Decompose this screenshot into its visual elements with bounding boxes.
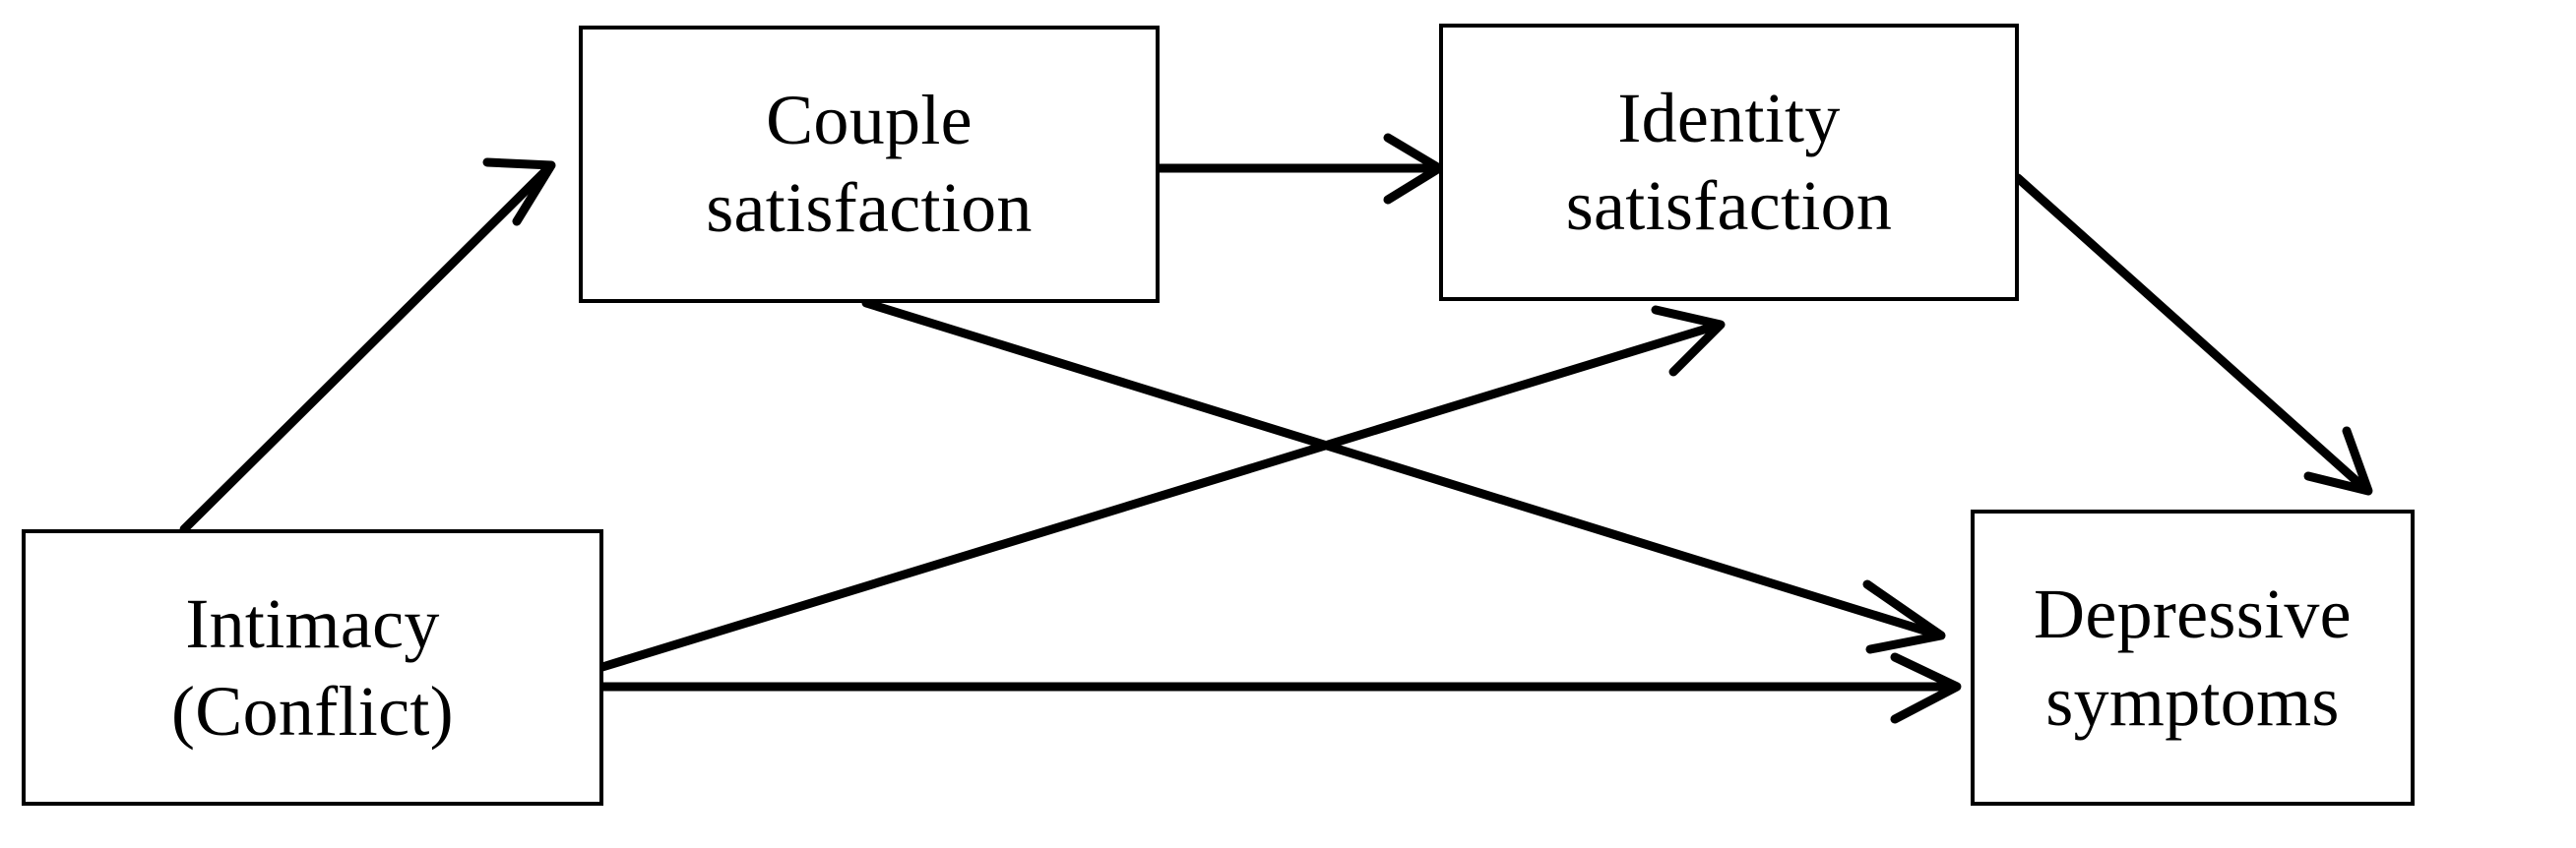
edge-couple-to-identity[interactable] (1160, 133, 1444, 205)
edge-intimacy-to-depressive[interactable] (602, 652, 1962, 724)
edge-intimacy-to-couple[interactable] (179, 157, 556, 534)
node-couple-satisfaction[interactable]: Couple satisfaction (579, 26, 1160, 303)
node-identity-satisfaction[interactable]: Identity satisfaction (1439, 24, 2019, 301)
node-intimacy-conflict-line2: (Conflict) (171, 671, 454, 751)
node-intimacy-conflict[interactable]: Intimacy (Conflict) (22, 529, 603, 806)
node-depressive-symptoms[interactable]: Depressive symptoms (1971, 510, 2415, 806)
edge-intimacy-to-identity[interactable] (597, 305, 1726, 672)
edge-identity-to-depressive[interactable] (2013, 173, 2373, 496)
node-depressive-symptoms-line1: Depressive (2034, 574, 2352, 653)
edge-couple-to-depressive[interactable] (861, 298, 1946, 654)
node-couple-satisfaction-line1: Couple (766, 81, 973, 160)
node-identity-satisfaction-line2: satisfaction (1565, 166, 1893, 245)
node-identity-satisfaction-line1: Identity (1617, 79, 1841, 158)
node-intimacy-conflict-line1: Intimacy (185, 583, 440, 663)
node-couple-satisfaction-line2: satisfaction (706, 168, 1033, 247)
node-depressive-symptoms-line2: symptoms (2045, 661, 2340, 741)
